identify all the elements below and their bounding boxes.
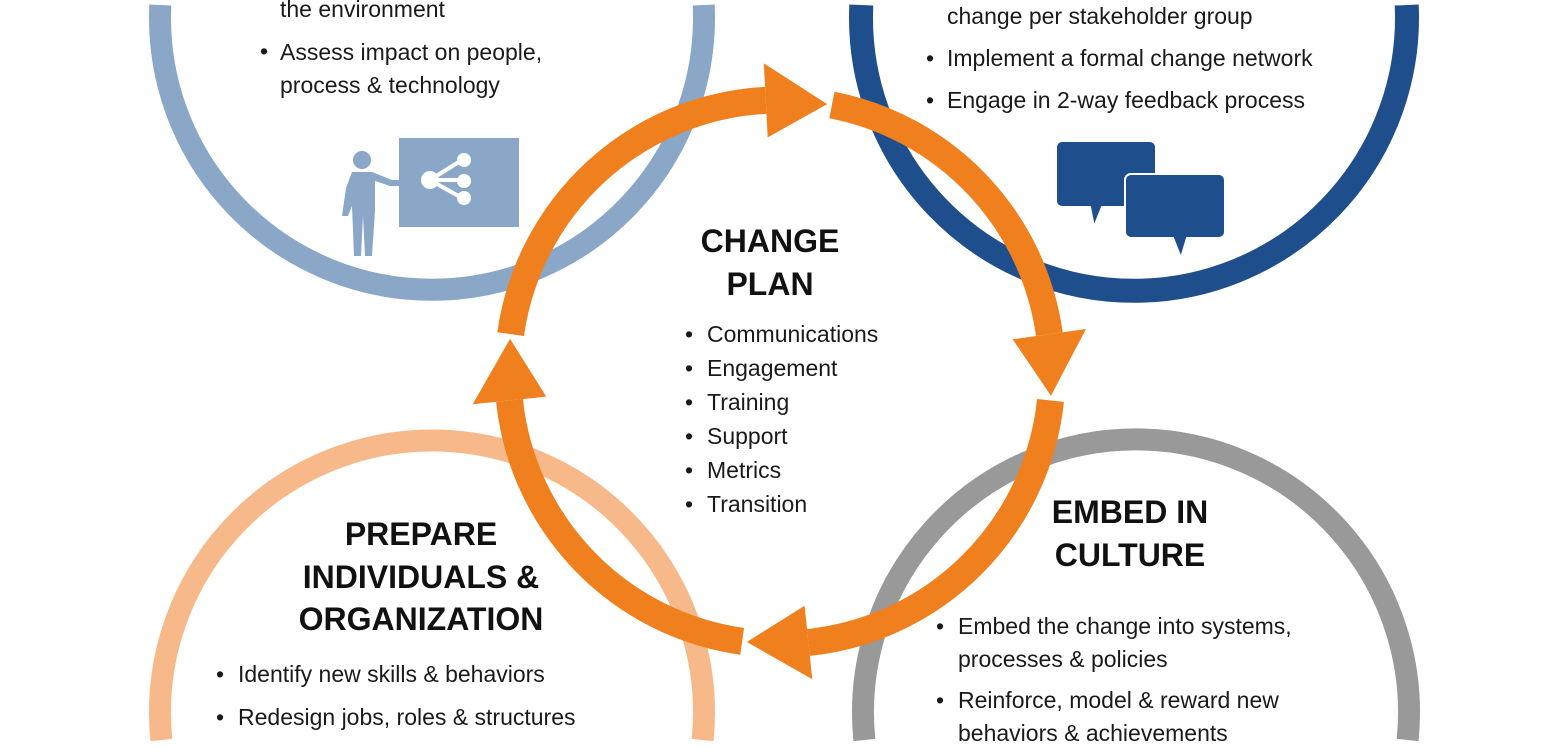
bullet: • [685, 355, 693, 381]
bullet: • [685, 389, 693, 415]
plan-title: PLAN [726, 266, 813, 302]
bullet: • [685, 491, 693, 517]
prepare-circle [149, 429, 715, 742]
assess-circle [149, 4, 715, 301]
plan-item: Transition [707, 491, 807, 517]
prepare-title: ORGANIZATION [299, 601, 544, 637]
plan-item: Metrics [707, 457, 781, 483]
engage-line: change per stakeholder group [947, 3, 1253, 29]
plan-item: Engagement [707, 355, 838, 381]
bullet: • [685, 321, 693, 347]
arrow-left-icon [746, 605, 813, 680]
chat-bubbles-icon [1055, 140, 1226, 262]
bullet: • [685, 423, 693, 449]
embed-line: behaviors & achievements [958, 720, 1228, 746]
plan-item: Communications [707, 321, 878, 347]
assess-line: the environment [280, 0, 446, 22]
embed-line: Embed the change into systems, [958, 613, 1292, 639]
change-plan-cycle [472, 63, 1086, 680]
arrow-right-icon [763, 63, 828, 138]
assess-line: Assess impact on people, [280, 39, 542, 65]
embed-line: Reinforce, model & reward new [958, 687, 1279, 713]
embed-title: CULTURE [1055, 537, 1206, 573]
engage-circle [849, 4, 1419, 303]
bullet: • [216, 661, 224, 687]
plan-items: • Communications • Engagement • Training… [685, 321, 878, 517]
arrow-up-icon [472, 338, 547, 405]
embed-circle [852, 428, 1420, 742]
bullet: • [216, 704, 224, 730]
embed-line: processes & policies [958, 646, 1168, 672]
arrow-down-icon [1012, 328, 1086, 396]
bullet: • [936, 687, 944, 713]
cycle-arc [497, 86, 767, 337]
plan-item: Training [707, 389, 789, 415]
bullet: • [260, 38, 268, 64]
bullet: • [936, 613, 944, 639]
presenter-network-icon [342, 138, 519, 256]
engage-line: Implement a formal change network [947, 45, 1313, 71]
prepare-bullet: Identify new skills & behaviors [238, 661, 545, 687]
cycle-arc [807, 399, 1064, 656]
prepare-title: PREPARE [345, 516, 497, 552]
embed-title: EMBED IN [1052, 494, 1208, 530]
plan-title: CHANGE [701, 223, 840, 259]
bullet: • [926, 45, 934, 71]
prepare-bullet: Redesign jobs, roles & structures [238, 704, 576, 730]
bullet: • [685, 457, 693, 483]
plan-item: Support [707, 423, 788, 449]
prepare-title: INDIVIDUALS & [303, 559, 539, 595]
engage-line: Engage in 2-way feedback process [947, 87, 1305, 113]
assess-line: process & technology [280, 72, 500, 98]
cycle-arc [829, 91, 1063, 337]
cycle-arc [496, 399, 745, 655]
bullet: • [926, 87, 934, 113]
